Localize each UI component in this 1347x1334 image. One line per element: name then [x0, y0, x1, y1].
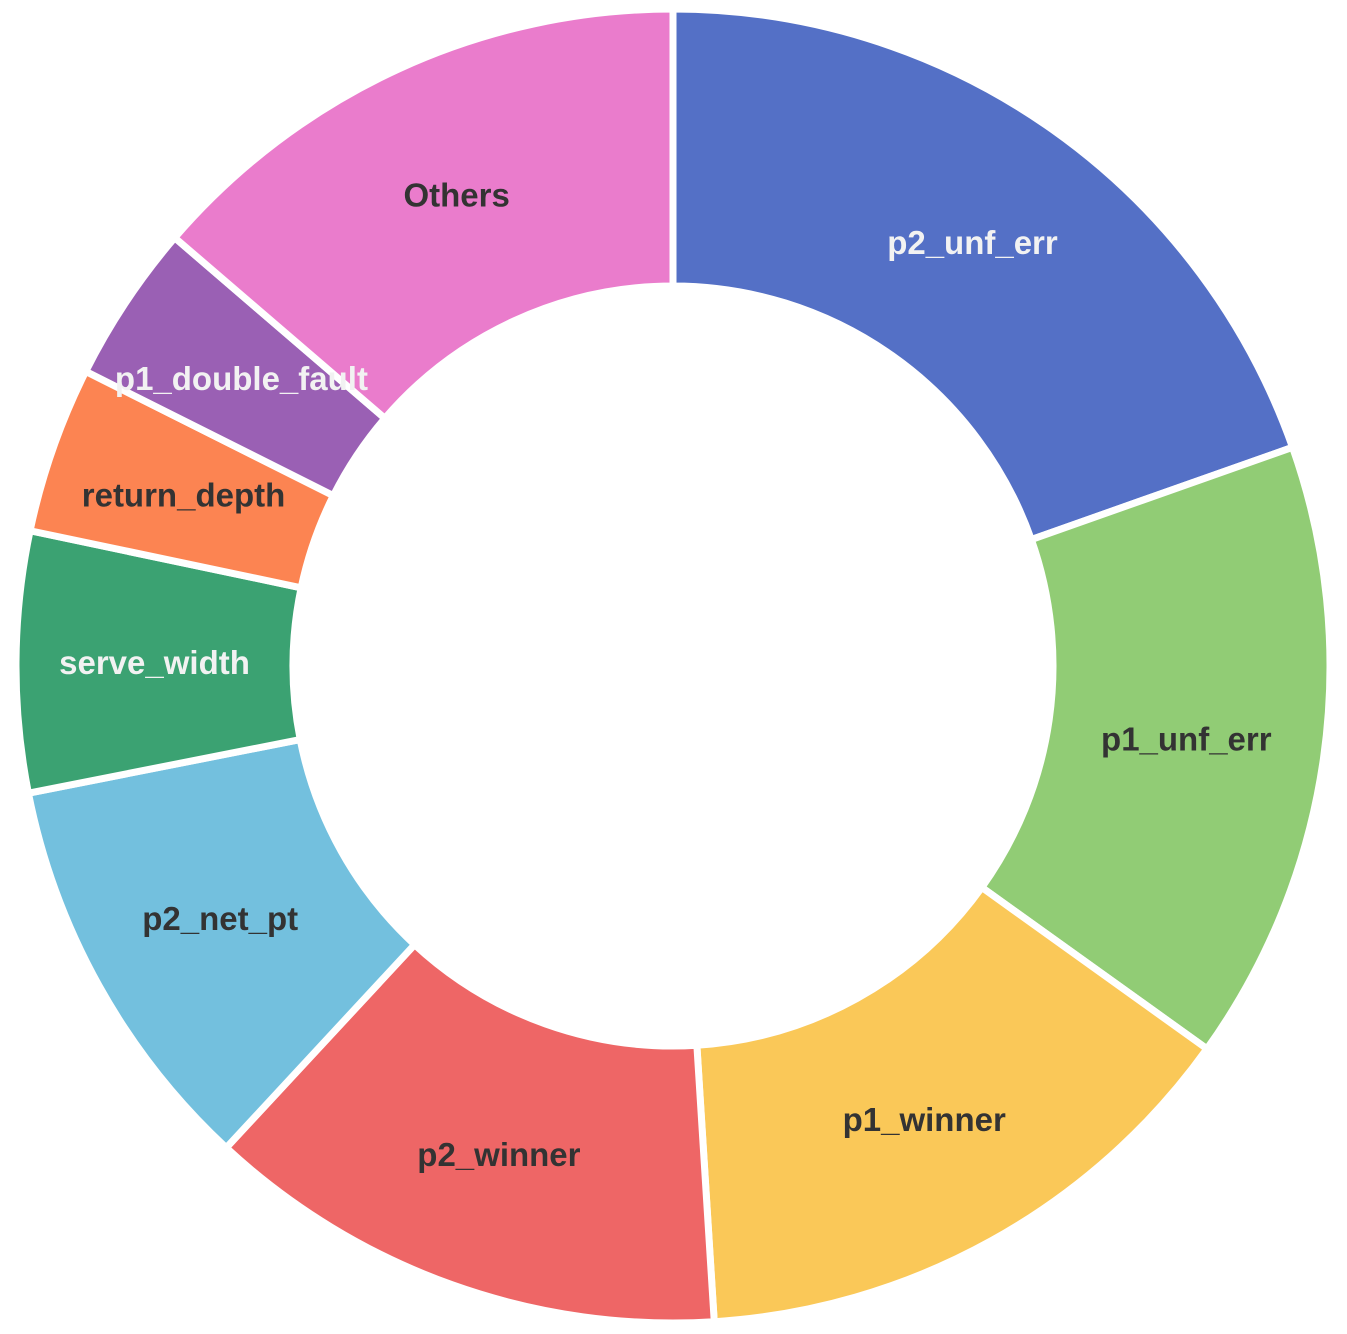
slice-label-p1-winner: p1_winner	[843, 1101, 1006, 1138]
slice-p1-unf-err[interactable]	[978, 443, 1334, 1053]
slice-label-p2-unf-err: p2_unf_err	[887, 224, 1058, 261]
slice-p2-net-pt[interactable]	[24, 736, 419, 1152]
slice-p1-winner[interactable]	[693, 883, 1211, 1326]
donut-slices	[12, 5, 1334, 1327]
slice-label-serve-width: serve_width	[59, 644, 250, 681]
slice-p2-winner[interactable]	[222, 941, 718, 1327]
slice-label-p2-winner: p2_winner	[417, 1136, 580, 1173]
slice-p2-unf-err[interactable]	[669, 5, 1297, 544]
slice-label-others: Others	[403, 176, 509, 213]
slice-label-p2-net-pt: p2_net_pt	[142, 900, 298, 937]
slice-label-p1-double-fault: p1_double_fault	[115, 360, 368, 397]
slice-others[interactable]	[171, 5, 677, 422]
slice-labels: p2_unf_err p1_unf_err p1_winner p2_winner p2…	[59, 176, 1272, 1173]
slice-label-p1-unf-err: p1_unf_err	[1101, 721, 1272, 758]
slice-label-return-depth: return_depth	[82, 476, 286, 513]
